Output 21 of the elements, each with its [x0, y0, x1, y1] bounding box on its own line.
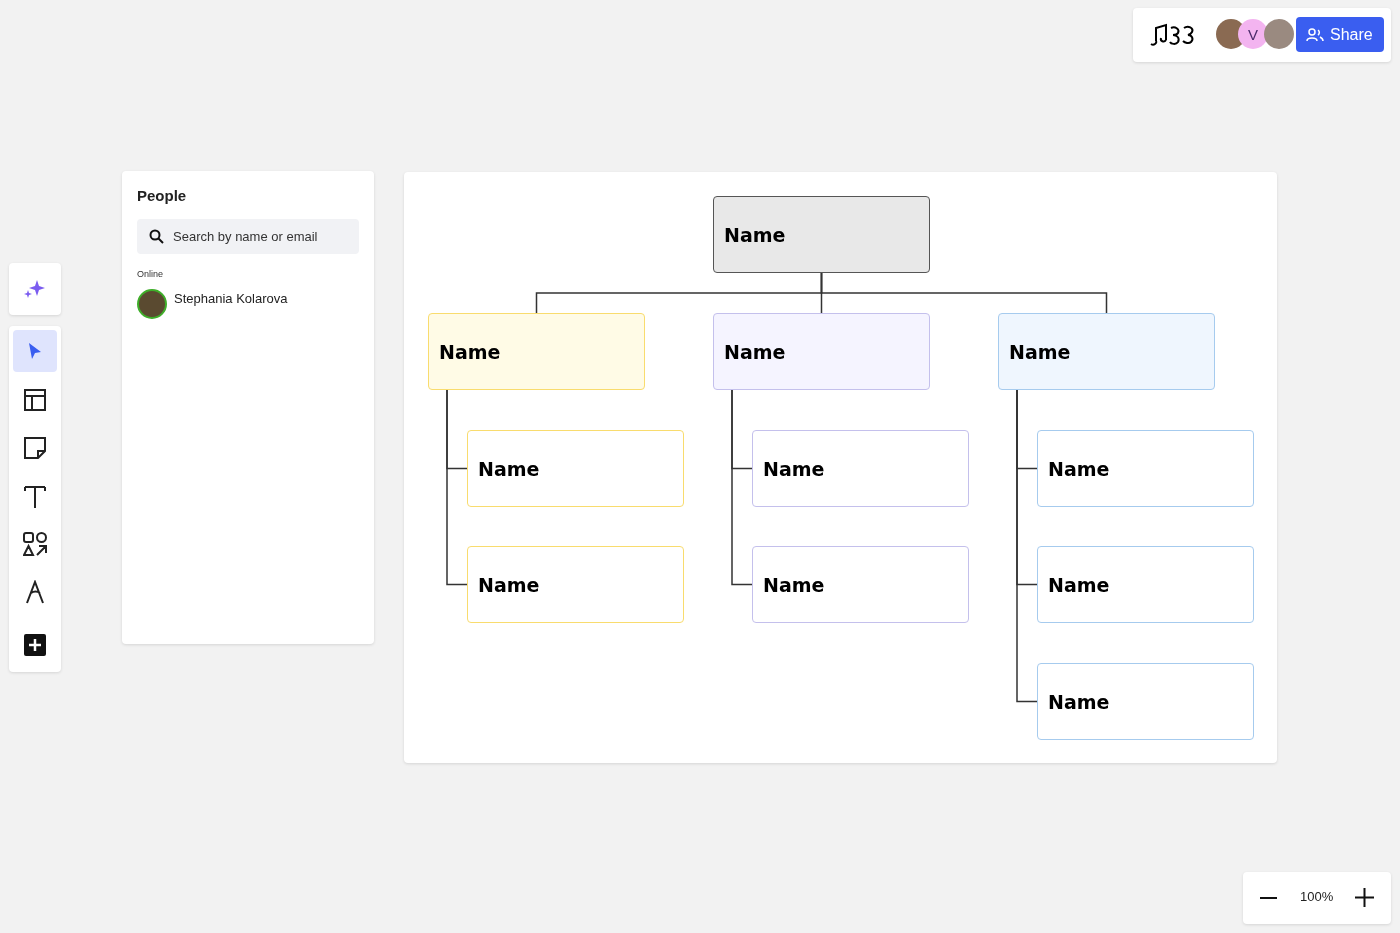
- search-field: Search by name or email: [137, 219, 359, 254]
- connector-line: [1016, 389, 1038, 703]
- org-chart-box: Name: [752, 546, 969, 623]
- org-chart-box: Name: [1037, 546, 1254, 623]
- org-chart-box: Name: [1037, 663, 1254, 740]
- org-chart-box: Name: [1037, 430, 1254, 507]
- org-chart-box: Name: [713, 313, 930, 390]
- connector-line: [820, 272, 1108, 314]
- panel-heading: People: [137, 187, 187, 204]
- org-chart-box: Name: [467, 546, 684, 623]
- section-label: Online: [137, 269, 163, 279]
- org-chart-box: Name: [998, 313, 1215, 390]
- share-button: Share: [1296, 17, 1384, 52]
- org-chart-box: Name: [752, 430, 969, 507]
- connector-line: [731, 389, 753, 586]
- root-box: Name: [713, 196, 930, 273]
- user-name: Stephania Kolarova: [174, 291, 288, 306]
- org-chart-box: Name: [428, 313, 645, 390]
- connector-line: [446, 389, 468, 586]
- zoom-level: 100%: [1300, 889, 1334, 904]
- org-chart-box: Name: [467, 430, 684, 507]
